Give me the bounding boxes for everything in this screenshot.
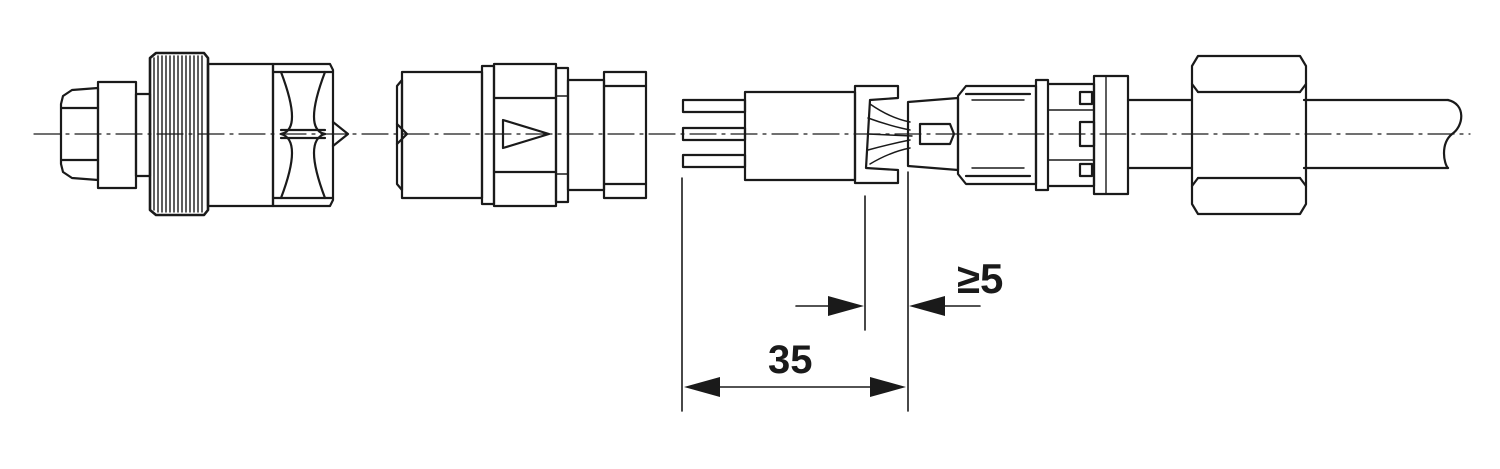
arrowhead-right bbox=[870, 377, 906, 397]
knurl-pattern bbox=[153, 55, 203, 213]
cable-clamp-part bbox=[906, 74, 1130, 196]
arrowhead-gap-right bbox=[909, 296, 945, 316]
contact-pin-top bbox=[681, 98, 747, 114]
dimension-min-gap bbox=[795, 195, 981, 331]
cable bbox=[1126, 98, 1463, 170]
pressure-nut-part bbox=[1190, 54, 1308, 216]
arrowhead-gap-left bbox=[828, 296, 864, 316]
sleeve-part bbox=[395, 62, 648, 208]
dimension-label-35: 35 bbox=[768, 338, 813, 382]
plug-part bbox=[59, 51, 350, 217]
dimension-35 bbox=[681, 171, 909, 412]
contact-insert-part bbox=[681, 84, 913, 185]
dimension-label-min-gap: ≥5 bbox=[957, 255, 1004, 302]
arrowhead-left bbox=[684, 377, 720, 397]
contact-pin-bottom bbox=[681, 153, 747, 169]
cable-break bbox=[1442, 98, 1463, 170]
